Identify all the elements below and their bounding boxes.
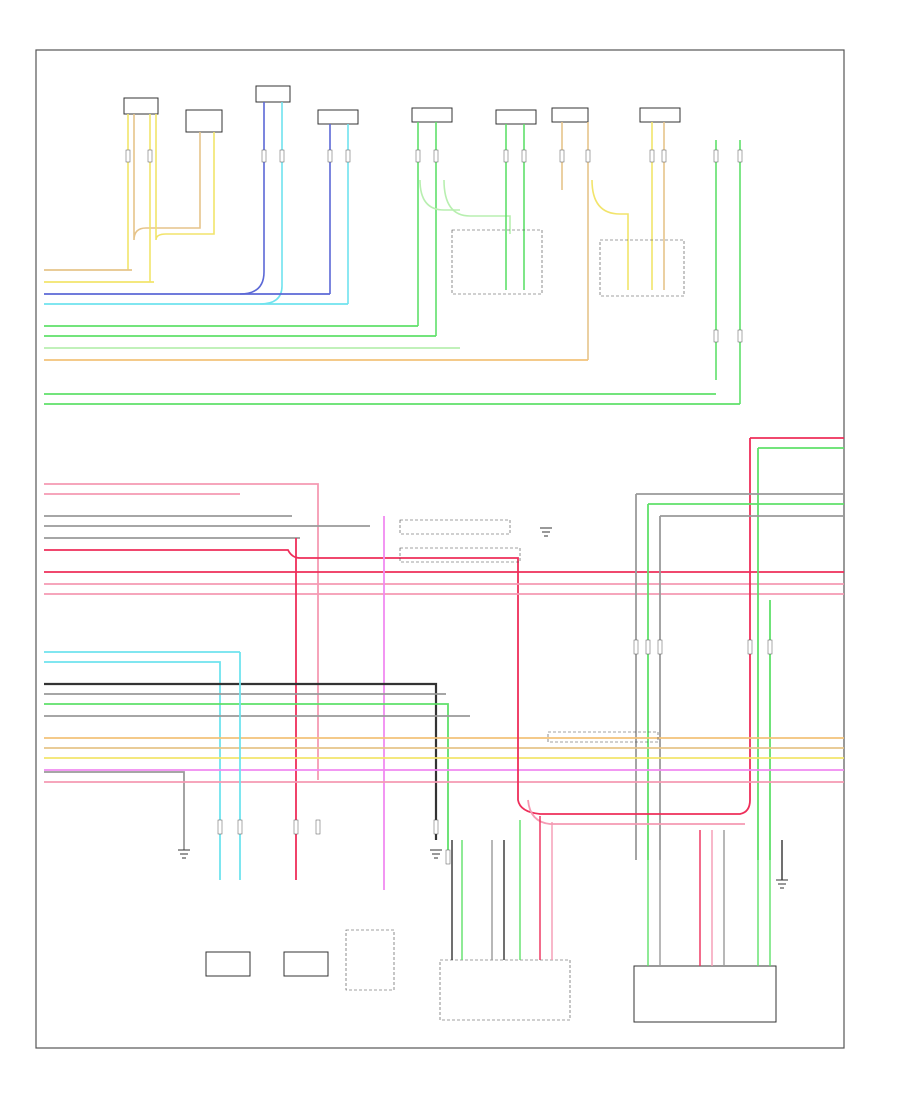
splice-box <box>451 229 543 295</box>
mid-horizontal-wires <box>44 483 844 890</box>
module-box <box>495 109 537 125</box>
bottom-pin-wires <box>451 816 783 966</box>
component-box <box>633 965 777 1023</box>
module-box <box>123 97 159 115</box>
ground-symbols <box>178 527 788 889</box>
lower-horizontal-wires <box>44 600 844 880</box>
module-box <box>411 107 453 123</box>
component-box <box>439 959 571 1021</box>
component-box <box>345 929 395 991</box>
module-box <box>255 85 291 103</box>
splice-box <box>599 239 685 297</box>
top-vertical-wires <box>127 102 741 404</box>
component-box <box>205 951 251 977</box>
top-horizontal-wires <box>44 269 740 405</box>
module-box <box>317 109 359 125</box>
splice-groups <box>451 229 685 297</box>
module-box <box>639 107 681 123</box>
bottom-components <box>205 929 777 1023</box>
reference-boxes <box>399 519 659 743</box>
right-vertical-wires <box>635 437 844 860</box>
component-box <box>283 951 329 977</box>
diagram-frame <box>35 49 845 1049</box>
top-modules <box>123 85 681 133</box>
module-box <box>185 109 223 133</box>
module-box <box>551 107 589 123</box>
connector-markers <box>125 149 773 865</box>
